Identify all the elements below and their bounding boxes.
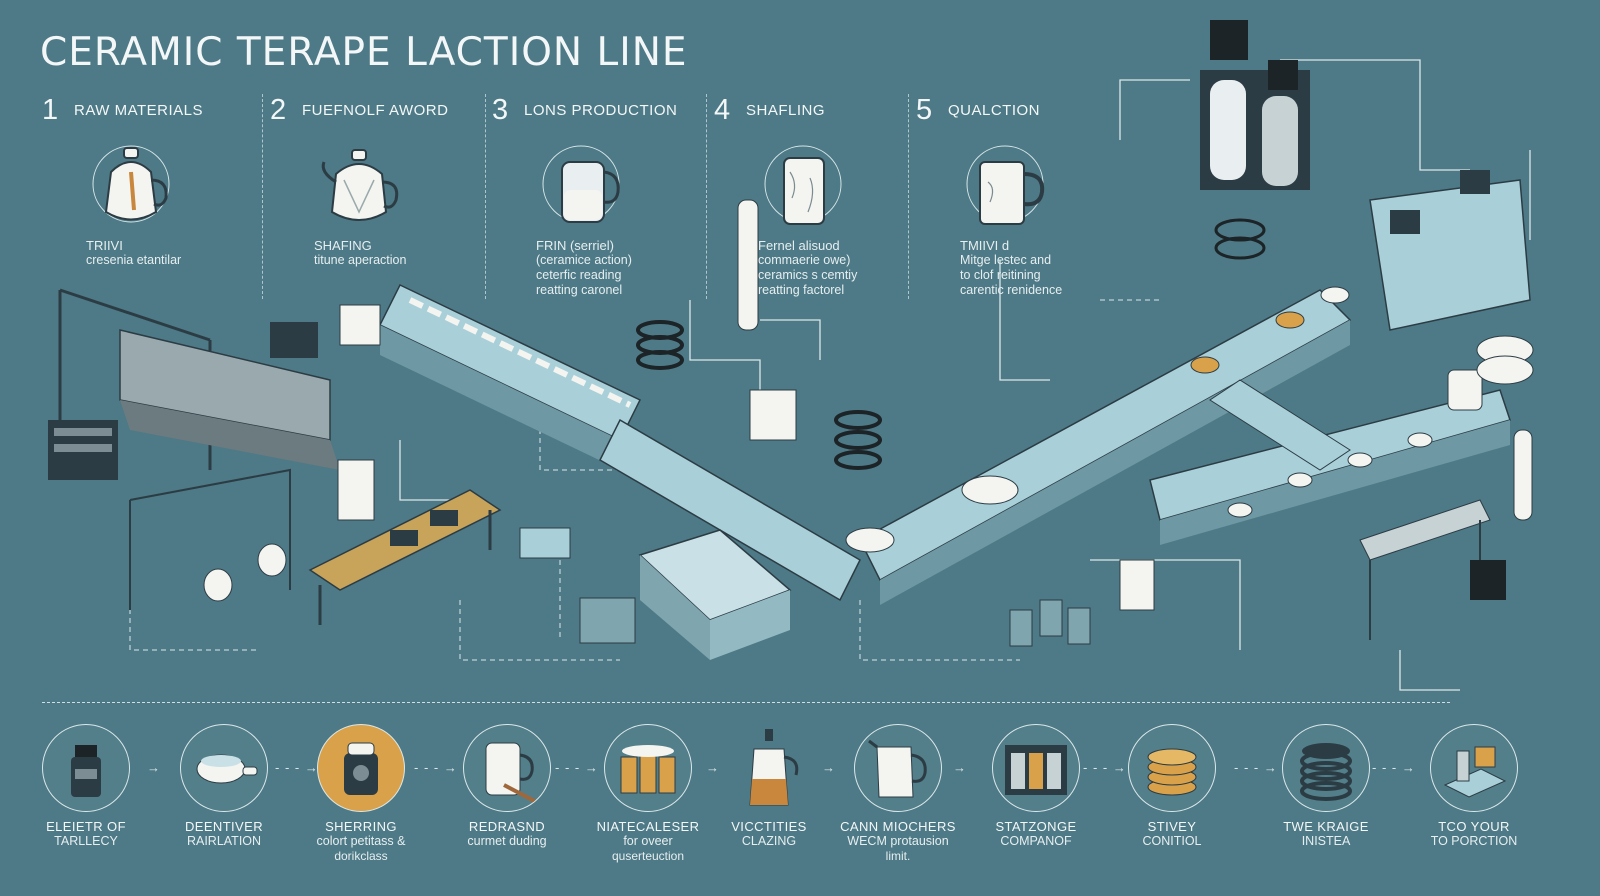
flow-arrow: - - - → xyxy=(555,760,599,775)
glaze-jug-icon xyxy=(725,724,813,812)
flow-arrow: - - - → xyxy=(1372,760,1416,775)
flow-arrow: - - - → xyxy=(1083,760,1127,775)
bottom-step: REDRASND curmet duding xyxy=(437,724,577,849)
vase-icon xyxy=(764,145,842,225)
glazing-machine xyxy=(519,527,792,660)
mug-icon xyxy=(966,145,1045,225)
step-divider xyxy=(908,94,909,299)
flow-arrow: → xyxy=(822,760,836,775)
jars-icon xyxy=(604,724,692,812)
step-label: SHAFLING xyxy=(746,102,826,119)
bottom-step: STATZONGE COMPANOF xyxy=(966,724,1106,849)
raw-material-station xyxy=(48,288,340,480)
step-number: 4 xyxy=(714,94,731,126)
coil-icon xyxy=(1282,724,1370,812)
kiln-stack-icon xyxy=(992,724,1080,812)
flow-arrow: → xyxy=(706,760,720,775)
step-number: 3 xyxy=(492,94,509,126)
plate-stack-icon xyxy=(1128,724,1216,812)
step-caption: Fernel alisuod commaerie owe) ceramics s… xyxy=(758,238,858,297)
step-label: RAW MATERIALS xyxy=(74,102,204,119)
teapot-icon xyxy=(180,724,268,812)
flow-arrow: - - - → xyxy=(1234,760,1278,775)
kiln-furnace-unit xyxy=(1200,20,1534,385)
mixer-icon xyxy=(317,724,405,812)
teapot-icon xyxy=(92,145,170,223)
pitcher-icon xyxy=(854,724,942,812)
step-caption: FRIN (serriel) (ceramice action) ceterfi… xyxy=(536,238,632,297)
packaging-robot-icon xyxy=(1430,724,1518,812)
step-divider xyxy=(262,94,263,299)
bottom-step: CANN MIOCHERS WECM protausion limit. xyxy=(828,724,968,864)
step-label: FUEFNOLF AWORD xyxy=(302,102,449,119)
step-number: 5 xyxy=(916,94,933,126)
main-conveyor xyxy=(599,286,1511,605)
step-divider xyxy=(485,94,486,299)
step-label: QUALCTION xyxy=(948,102,1041,119)
bottom-divider xyxy=(42,702,1450,703)
mug-icon xyxy=(463,724,551,812)
bottom-step: STIVEY CONITIOL xyxy=(1102,724,1242,849)
flow-arrow: - - - → xyxy=(414,760,458,775)
bottom-step: TCO YOUR TO PORCTION xyxy=(1404,724,1544,849)
bottom-step: DEENTIVER RAIRLATION xyxy=(154,724,294,849)
plate-stacks xyxy=(337,199,882,521)
bottom-step: TWE KRAIGE INISTEA xyxy=(1256,724,1396,849)
flow-arrow: - - - → xyxy=(275,760,319,775)
teapot-icon xyxy=(321,149,399,221)
page-title: CERAMIC TERAPE LACTION LINE xyxy=(40,30,688,75)
step-divider xyxy=(706,94,707,299)
bottom-step: SHERRING colort petitass & dorikclass xyxy=(291,724,431,864)
dashed-connectors xyxy=(129,299,1160,661)
step-caption: SHAFING titune aperaction xyxy=(314,238,407,267)
bottom-step: NIATECALESER for oveer quserteuction xyxy=(578,724,718,864)
finishing-workbench xyxy=(129,468,502,625)
packaging-station xyxy=(1009,429,1533,647)
step-number: 1 xyxy=(42,94,59,126)
tunnel-kiln-conveyor xyxy=(339,284,642,470)
pitcher-icon xyxy=(542,145,620,223)
bottom-step: ELEIETR OF TARLLECY xyxy=(16,724,156,849)
bottle-icon xyxy=(42,724,130,812)
flow-arrow: → xyxy=(953,760,967,775)
step-label: LONS PRODUCTION xyxy=(524,102,678,119)
bottom-step: VICCTITIES CLAZING xyxy=(704,724,834,849)
flow-arrow: → xyxy=(147,760,161,775)
step-caption: TRIIVI cresenia etantilar xyxy=(86,238,182,267)
step-number: 2 xyxy=(270,94,287,126)
